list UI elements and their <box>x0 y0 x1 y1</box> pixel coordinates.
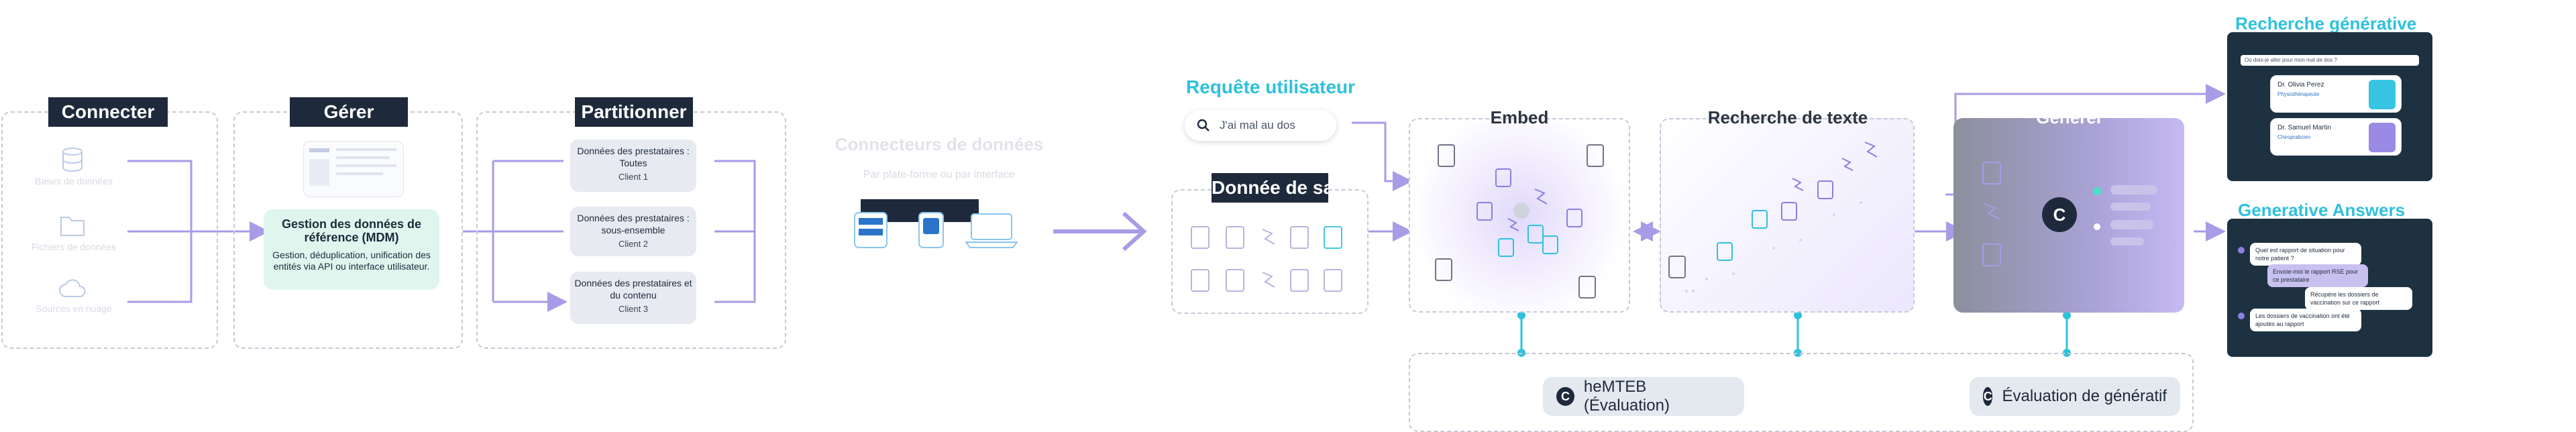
gen-eval: C Évaluation de génératif <box>1970 377 2180 416</box>
health-doc-icons <box>1189 223 1350 303</box>
partition-title: Partitionner <box>575 97 693 127</box>
query-text: J'ai mal au dos <box>1220 119 1295 131</box>
laptop-icon <box>965 210 1018 250</box>
chat-message: Envoie-moi le rapport RSE pour ce presta… <box>2267 264 2368 287</box>
avatar <box>2238 247 2245 254</box>
doctor-specialty: Chiropraticien <box>2277 134 2311 140</box>
cloud-icon <box>58 278 87 301</box>
search-doc-icons <box>1666 125 1908 306</box>
hemteb-eval: C heMTEB (Évaluation) <box>1543 377 1744 416</box>
source-label: Fichiers de données <box>31 241 117 252</box>
avatar <box>2238 313 2245 319</box>
search-title: Recherche de texte <box>1707 107 1868 127</box>
partition-item: Données des prestataires : Toutes Client… <box>570 140 696 192</box>
chat-message: Quel est rapport de situation pour notre… <box>2250 243 2361 266</box>
health-title: Donnée de santé <box>1212 173 1328 203</box>
query-title: Requête utilisateur <box>1186 76 1356 97</box>
gen-answers-title: Generative Answers <box>2238 200 2406 220</box>
manage-title: Gérer <box>290 97 408 127</box>
mdm-box: Gestion des données de référence (MDM) G… <box>264 209 439 290</box>
mdm-screenshot <box>303 141 404 197</box>
svg-text:C: C <box>2053 205 2066 225</box>
cohere-icon: C <box>1556 387 1574 406</box>
folder-icon <box>59 213 86 237</box>
gen-eval-label: Évaluation de génératif <box>2002 387 2167 405</box>
partition-item: Données des prestataires et du contenu C… <box>570 272 696 324</box>
doctor-name: Dr. Samuel Martin <box>2277 124 2332 131</box>
gen-search-input[interactable]: Où dois-je aller pour mon mal de dos ? <box>2241 55 2419 66</box>
mdm-description: Gestion, déduplication, unification des … <box>272 250 431 272</box>
query-search-input[interactable]: J'ai mal au dos <box>1185 110 1336 141</box>
connectors-subtitle: Par plate-forme ou par interface <box>863 169 1015 180</box>
generate-visual: C <box>1979 154 2167 288</box>
source-label: Sources en nuage <box>36 303 112 314</box>
avatar <box>2369 123 2396 152</box>
avatar <box>2369 80 2396 109</box>
gen-search-panel: Où dois-je aller pour mon mal de dos ? D… <box>2227 32 2432 181</box>
connect-title: Connecter <box>48 97 168 127</box>
phone-icon <box>915 210 947 250</box>
database-icon <box>59 146 86 173</box>
chat-message: Récupère les dossiers de vaccination sur… <box>2305 287 2412 310</box>
mdm-title: Gestion des données de référence (MDM) <box>281 217 422 244</box>
gen-search-title: Recherche générative <box>2235 13 2417 34</box>
doctor-specialty: Physiothérapeute <box>2277 91 2320 97</box>
embed-title: Embed <box>1490 107 1549 127</box>
connectors-title: Connecteurs de données <box>835 134 1044 154</box>
eval-stage <box>1409 353 2194 432</box>
source-label: Bases de données <box>35 176 113 186</box>
cohere-icon: C <box>1983 387 1993 406</box>
generate-title: Générer <box>2036 107 2103 127</box>
doctor-name: Dr. Olivia Perez <box>2277 81 2324 89</box>
gen-answers-panel: Quel est rapport de situation pour notre… <box>2227 219 2432 357</box>
search-icon <box>1197 119 1210 131</box>
hemteb-label: heMTEB (Évaluation) <box>1583 378 1670 415</box>
search-stage <box>1660 118 1915 313</box>
embed-doc-icons <box>1429 138 1617 299</box>
server-icon <box>852 210 890 250</box>
doctor-card[interactable]: Dr. Olivia Perez Physiothérapeute <box>2270 75 2402 113</box>
chat-message: Les dossiers de vaccination ont été ajou… <box>2250 309 2361 331</box>
partition-item: Données des prestataires : sous-ensemble… <box>570 207 696 256</box>
doctor-card[interactable]: Dr. Samuel Martin Chiropraticien <box>2270 118 2402 156</box>
